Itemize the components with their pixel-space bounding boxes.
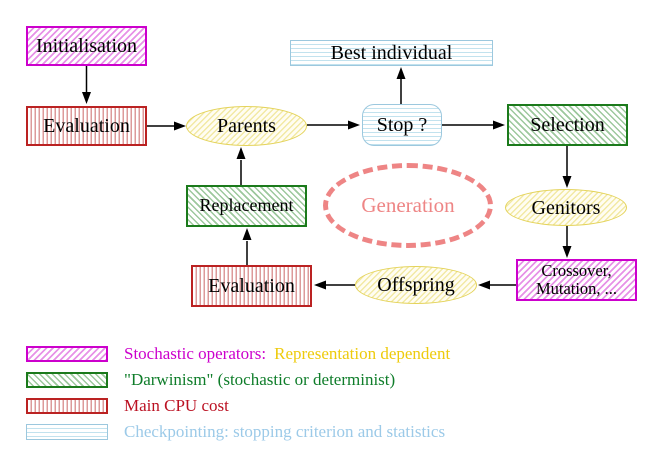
legend-row-darwinism: "Darwinism" (stochastic or determinist): [26, 370, 396, 389]
legend-swatch-green-hatch: [26, 372, 108, 388]
node-genitors: Genitors: [505, 189, 627, 226]
node-initialisation: Initialisation: [26, 26, 147, 66]
node-selection-label: Selection: [530, 114, 605, 136]
legend-swatch-red-stripes: [26, 398, 108, 414]
generation-loop-ellipse: Generation: [323, 163, 493, 248]
arrow-genitors-to-crossover: [562, 226, 572, 258]
arrow-crossover-to-offspring: [478, 280, 516, 290]
arrow-evaluation-to-replacement: [242, 228, 252, 265]
node-crossover-line2: Mutation, ...: [535, 279, 618, 298]
legend-row-main-cpu-cost: Main CPU cost: [26, 396, 229, 415]
arrow-replacement-to-parents: [236, 147, 246, 185]
legend-text-representation-dependent: Representation dependent: [274, 344, 451, 363]
node-evaluation-top: Evaluation: [26, 106, 147, 146]
node-crossover-line1: Crossover,: [541, 260, 612, 280]
generation-label: Generation: [361, 192, 455, 217]
node-parents: Parents: [186, 106, 307, 146]
arrow-parents-to-stop: [307, 120, 360, 130]
legend-row-stochastic-operators: Stochastic operators: Representation dep…: [26, 344, 451, 363]
node-offspring: Offspring: [355, 266, 477, 304]
arrow-selection-to-genitors: [562, 146, 572, 188]
node-replacement: Replacement: [186, 185, 307, 227]
node-parents-label: Parents: [217, 115, 276, 137]
arrow-stop-to-best-individual: [396, 67, 406, 104]
arrow-evaluation-to-parents: [147, 121, 186, 131]
node-evaluation-bottom: Evaluation: [191, 265, 312, 307]
legend-text-stochastic-operators: Stochastic operators:: [124, 344, 267, 363]
legend-swatch-magenta-hatch: [26, 346, 108, 362]
legend-swatch-cyan-lines: [26, 424, 108, 440]
arrow-stop-to-selection: [442, 120, 505, 130]
node-evaluation-top-label: Evaluation: [43, 115, 130, 137]
arrow-offspring-to-evaluation: [314, 280, 355, 290]
node-stop-label: Stop ?: [376, 114, 428, 136]
legend-text-darwinism: "Darwinism" (stochastic or determinist): [124, 370, 396, 389]
legend-text-main-cpu-cost: Main CPU cost: [124, 396, 229, 415]
node-best-individual-label: Best individual: [330, 42, 453, 64]
node-stop: Stop ?: [362, 104, 442, 146]
node-crossover-mutation: Crossover, Mutation, ...: [516, 259, 637, 301]
node-genitors-label: Genitors: [531, 196, 601, 219]
node-replacement-label: Replacement: [199, 195, 294, 216]
arrow-initialisation-to-evaluation: [82, 66, 91, 104]
node-selection: Selection: [507, 104, 628, 146]
node-evaluation-bottom-label: Evaluation: [208, 275, 295, 297]
node-best-individual: Best individual: [290, 40, 493, 66]
legend-row-checkpointing: Checkpointing: stopping criterion and st…: [26, 422, 446, 441]
node-initialisation-label: Initialisation: [35, 35, 138, 57]
node-offspring-label: Offspring: [377, 274, 455, 296]
legend-text-checkpointing: Checkpointing: stopping criterion and st…: [124, 422, 446, 441]
